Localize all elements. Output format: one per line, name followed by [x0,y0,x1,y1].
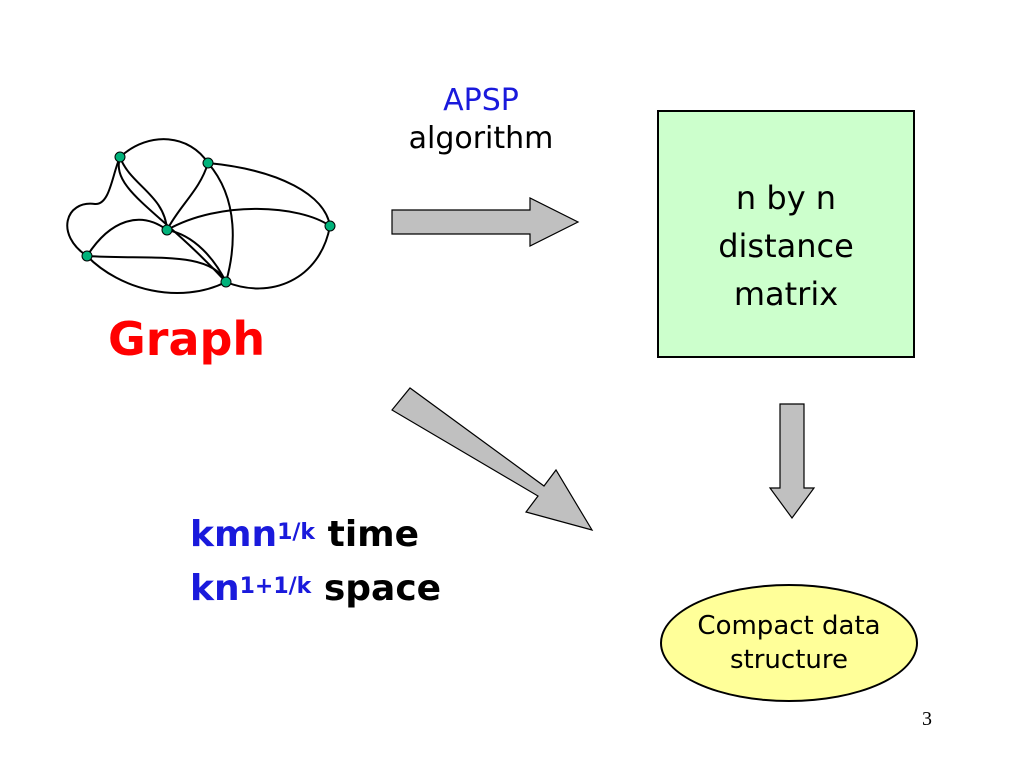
graph-node [221,277,231,287]
graph-edge [208,163,233,282]
graph-edge [67,157,120,256]
graph-node [325,221,335,231]
time-complexity: kmn1/k time [190,508,441,562]
oval-line2: structure [730,643,848,677]
apsp-label: APSP algorithm [376,82,586,158]
graph-illustration [60,130,350,305]
space-base: kn [190,568,240,609]
graph-node [115,152,125,162]
time-word: time [328,514,419,555]
graph-edge [87,220,167,256]
graph-node [82,251,92,261]
time-exponent: 1/k [277,520,315,545]
matrix-line1: n by n [736,174,836,222]
graph-label: Graph [108,312,265,366]
graph-edge [226,226,330,288]
graph-node [162,225,172,235]
space-exponent: 1+1/k [240,574,312,599]
matrix-line2: distance [718,222,854,270]
complexity-text: kmn1/k time kn1+1/k space [190,508,441,616]
page-number: 3 [922,708,932,731]
time-base: kmn [190,514,277,555]
graph-node [203,158,213,168]
right-arrow-icon [390,196,582,248]
apsp-label-line2: algorithm [376,120,586,158]
compact-data-structure-oval: Compact data structure [660,584,918,702]
down-arrow-icon [766,402,818,522]
apsp-label-line1: APSP [376,82,586,120]
matrix-line3: matrix [734,270,838,318]
space-word: space [324,568,441,609]
graph-edge [120,139,208,163]
space-complexity: kn1+1/k space [190,562,441,616]
graph-edge [167,230,226,282]
oval-line1: Compact data [697,609,880,643]
distance-matrix-box: n by n distance matrix [657,110,915,358]
graph-edge [167,209,330,230]
